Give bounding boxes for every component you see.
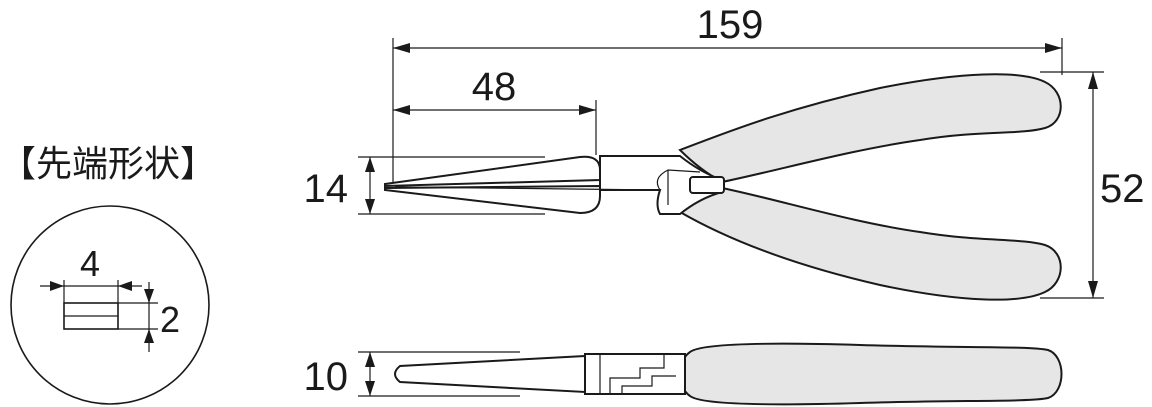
tip-shape-title: 【先端形状】	[0, 144, 216, 185]
tip-detail-view: 4 2	[10, 205, 210, 405]
nose-length-label: 48	[472, 65, 517, 109]
jaw-opening-dimension: 52	[1040, 71, 1145, 299]
nose-length-dimension: 48	[393, 65, 597, 155]
overall-length-label: 159	[697, 3, 764, 47]
pliers-side-view	[394, 342, 1063, 406]
nose-width-dimension: 14	[304, 156, 545, 215]
pliers-top-view	[384, 73, 1062, 301]
tip-thickness-label: 2	[160, 299, 180, 340]
nose-width-label: 14	[304, 167, 349, 211]
overall-length-dimension: 159	[392, 3, 1063, 182]
tip-width-label: 4	[80, 243, 100, 284]
nose-thickness-dimension: 10	[304, 351, 520, 399]
nose-thickness-label: 10	[304, 355, 349, 399]
jaw-opening-label: 52	[1100, 167, 1145, 211]
